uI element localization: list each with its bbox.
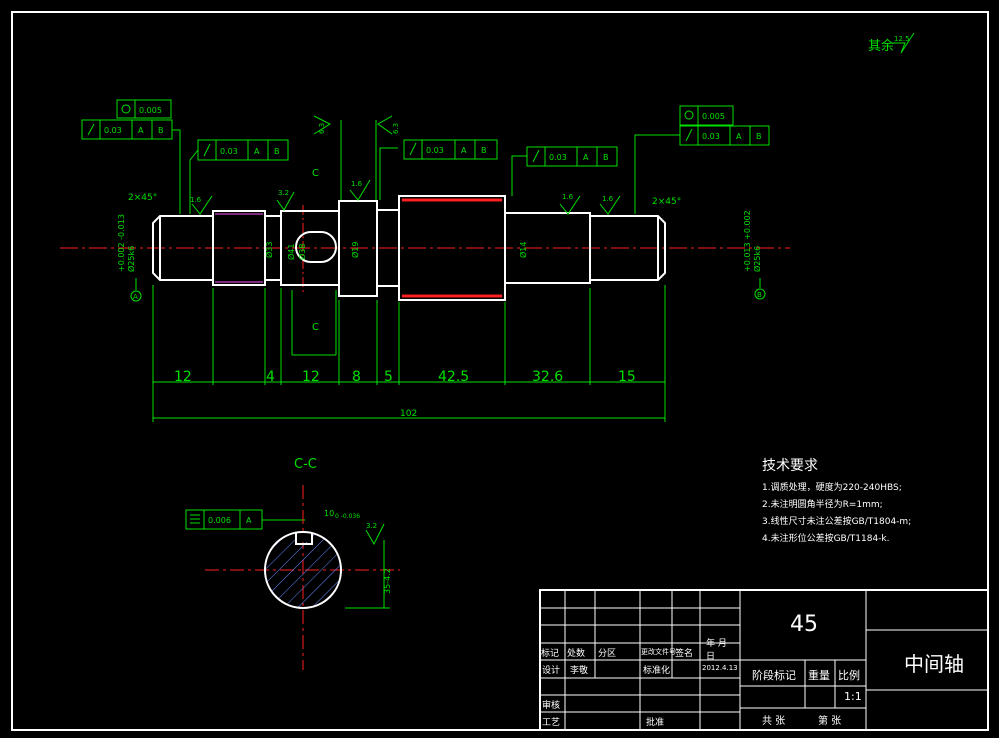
datum-b-symbol [754, 288, 766, 300]
tol-run-m1: 0.03 [220, 147, 238, 156]
svg-text:A: A [736, 132, 742, 141]
circularity-icon [121, 104, 131, 114]
tech-item-4: 4.未注形位公差按GB/T1184-k. [762, 534, 890, 544]
tech-item-1: 1.调质处理，硬度为220-240HBS; [762, 483, 902, 493]
section-circle [264, 531, 342, 609]
roughness-r7: 6.3 [392, 123, 400, 134]
svg-text:B: B [603, 153, 609, 162]
roughness-rest-note: 其余 12.5 [868, 32, 915, 54]
designer: 李敬 [570, 666, 589, 676]
tol-symmetry: 0.006 [208, 516, 231, 525]
fcf-run-m2 [403, 139, 498, 160]
tol-run-m2: 0.03 [426, 146, 444, 155]
svg-text:B: B [481, 146, 487, 155]
dim-right-diameter: Ø25k6 [752, 246, 762, 272]
shaft-outline [152, 195, 666, 301]
tol-run-right: 0.03 [702, 132, 720, 141]
svg-text:A: A [583, 153, 589, 162]
dim-d5: Ø19 [350, 242, 360, 258]
tol-run-left: 0.03 [104, 126, 122, 135]
svg-text:A: A [461, 146, 467, 155]
dim-left-tol: +0.002 -0.013 [117, 214, 126, 272]
fcf-circ-right [679, 105, 734, 126]
dim-d6: Ø14 [518, 242, 528, 258]
section-mark-bottom: C [312, 322, 319, 333]
datum-b-label: B [757, 291, 762, 299]
fcf-symmetry [185, 509, 263, 530]
dim-l6: 42.5 [438, 369, 469, 385]
dim-l1: 12 [174, 369, 192, 385]
material: 45 [790, 612, 818, 637]
tol-circ-right: 0.005 [702, 112, 725, 121]
chamfer-right: 2×45° [652, 197, 681, 207]
dim-d3: Ø41 [286, 244, 296, 260]
fcf-run-right [679, 125, 770, 146]
dim-l3: 12 [302, 369, 320, 385]
part-name: 中间轴 [904, 652, 964, 676]
roughness-r6: 6.3 [318, 123, 326, 134]
svg-text:12.5: 12.5 [894, 35, 910, 43]
fcf-circ-left [116, 99, 172, 119]
roughness-r3: 1.6 [351, 180, 363, 188]
dim-l8: 15 [618, 369, 636, 385]
datum-a-label: A [133, 293, 138, 301]
tech-item-3: 3.线性尺寸未注公差按GB/T1804-m; [762, 517, 912, 527]
roughness-r5: 1.6 [602, 195, 614, 203]
fcf-run-left [81, 119, 173, 140]
key-width: 10 [324, 509, 334, 518]
section-keyway [295, 533, 313, 545]
dim-total: 102 [400, 409, 417, 419]
circularity-icon-right [684, 110, 694, 120]
fcf-run-m3 [526, 146, 618, 167]
dim-l4: 8 [352, 369, 361, 385]
svg-text:其余: 其余 [868, 38, 894, 54]
svg-text:A: A [254, 147, 260, 156]
dim-l7: 32.6 [532, 369, 563, 385]
design-date: 2012.4.13 [702, 664, 738, 672]
roughness-r1: 1.6 [190, 196, 202, 204]
dim-right-tol: +0.013 +0.002 [743, 210, 752, 272]
roughness-r4: 1.6 [562, 193, 574, 201]
thread-marks [402, 198, 502, 298]
section-mark-top: C [312, 168, 319, 179]
dim-d4: Ø38 [297, 244, 307, 260]
dim-l5: 5 [384, 369, 393, 385]
svg-text:B: B [158, 126, 164, 135]
section-title: C-C [294, 457, 317, 472]
svg-text:B: B [756, 132, 762, 141]
roughness-r2: 3.2 [278, 189, 289, 197]
tol-run-m3: 0.03 [549, 153, 567, 162]
fcf-run-m1 [197, 139, 289, 161]
chamfer-left: 2×45° [128, 193, 157, 203]
key-tol: 0 -0.036 [335, 513, 360, 520]
dim-d2: Ø33 [264, 242, 274, 258]
tol-circ-left: 0.005 [139, 106, 162, 115]
svg-text:A: A [138, 126, 144, 135]
runout-icon [87, 123, 95, 136]
dim-left-diameter: Ø25k6 [126, 246, 136, 272]
tech-title: 技术要求 [762, 458, 818, 474]
svg-text:A: A [246, 516, 252, 525]
svg-text:B: B [274, 147, 280, 156]
section-hatch [265, 532, 341, 608]
roughness-r8: 3.2 [366, 522, 377, 530]
drawing-border [11, 11, 989, 731]
tech-item-2: 2.未注明圆角半径为R=1mm; [762, 500, 883, 510]
key-marks [215, 213, 263, 283]
scale: 1:1 [844, 690, 862, 703]
datum-a-symbol [130, 290, 142, 302]
section-depth: 35-4.2 [383, 568, 392, 594]
dim-l2: 4 [266, 369, 275, 385]
